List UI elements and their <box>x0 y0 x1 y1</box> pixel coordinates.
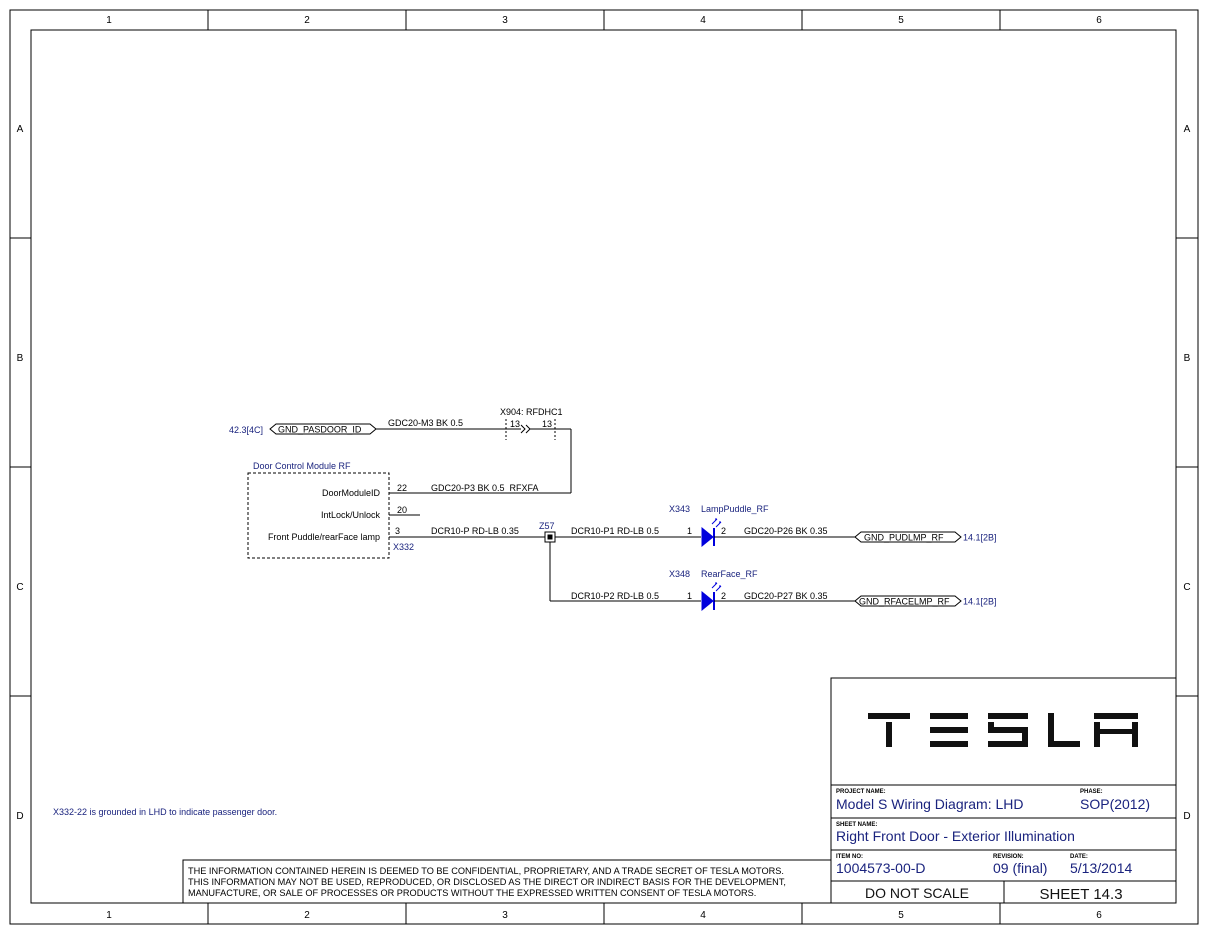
do-not-scale: DO NOT SCALE <box>865 885 969 901</box>
offpage-connector-rfacelmp <box>854 595 962 607</box>
grid-col-4-top: 4 <box>700 15 706 26</box>
grid-col-1-top: 1 <box>106 15 112 26</box>
schematic-note: X332-22 is grounded in LHD to indicate p… <box>53 807 277 817</box>
grid-row-d-right: D <box>1183 811 1190 822</box>
wire-label-dcr10-p: DCR10-P RD-LB 0.35 <box>431 526 519 536</box>
grid-dividers <box>10 10 1198 924</box>
connector-x904-pin-right: 13 <box>542 419 552 429</box>
lamp-puddle-diode-icon <box>701 526 714 548</box>
project-name-label: PROJECT NAME: <box>836 789 886 795</box>
disclaimer-line-2: THIS INFORMATION MAY NOT BE USED, REPROD… <box>188 877 786 887</box>
splice-z57-dot <box>547 534 553 540</box>
lamp-puddle-name: LampPuddle_RF <box>701 504 769 514</box>
grid-row-b-left: B <box>17 353 24 364</box>
module-title: Door Control Module RF <box>253 461 351 471</box>
wire-label-dcr10-p2: DCR10-P2 RD-LB 0.5 <box>571 591 659 601</box>
grid-row-c-left: C <box>16 582 23 593</box>
wire-label-gdc20-p27: GDC20-P27 BK 0.35 <box>744 591 828 601</box>
module-pin-number-3: 3 <box>395 526 400 536</box>
sheet-name: Right Front Door - Exterior Illumination <box>836 828 1075 844</box>
phase-label: PHASE: <box>1080 789 1103 795</box>
module-pin-number-22: 22 <box>397 483 407 493</box>
grid-row-d-left: D <box>16 811 23 822</box>
connector-x904-label: X904: RFDHC1 <box>500 407 563 417</box>
module-pin-number-20: 20 <box>397 505 407 515</box>
splice-z57-label: Z57 <box>539 521 555 531</box>
grid-col-1-bottom: 1 <box>106 910 112 921</box>
phase-value: SOP(2012) <box>1080 796 1150 812</box>
project-name: Model S Wiring Diagram: LHD <box>836 796 1024 812</box>
lamp-puddle-light-rays-icon <box>711 518 722 528</box>
connector-x904-pin-left: 13 <box>510 419 520 429</box>
disclaimer-line-3: MANUFACTURE, OR SALE OF PROCESSES OR PRO… <box>188 888 756 898</box>
lamp-rearface-pin1: 1 <box>687 591 692 601</box>
revision-label: REVISION: <box>993 854 1024 860</box>
offpage-connector-pudlmp <box>854 531 962 543</box>
module-pin-name-intlock: IntLock/Unlock <box>321 510 381 520</box>
grid-col-4-bottom: 4 <box>700 910 706 921</box>
offpage-label-pasdoor: GND_PASDOOR_ID <box>278 425 362 435</box>
grid-col-5-top: 5 <box>898 15 904 26</box>
revision-value: 09 (final) <box>993 860 1047 876</box>
sheet-number: SHEET 14.3 <box>1039 886 1122 903</box>
date-label: DATE: <box>1070 854 1088 860</box>
offpage-label-pudlmp: GND_PUDLMP_RF <box>864 533 944 543</box>
grid-col-3-bottom: 3 <box>502 910 508 921</box>
offpage-ref-rfacelmp: 14.1[2B] <box>963 597 997 607</box>
connector-x904-symbol <box>520 424 531 434</box>
grid-row-c-right: C <box>1183 582 1190 593</box>
item-no: 1004573-00-D <box>836 860 926 876</box>
sheet-name-label: SHEET NAME: <box>836 822 877 828</box>
lamp-puddle-pin1: 1 <box>687 526 692 536</box>
grid-col-6-top: 6 <box>1096 15 1102 26</box>
offpage-ref-pasdoor: 42.3[4C] <box>229 425 263 435</box>
item-no-label: ITEM NO: <box>836 854 863 860</box>
date-value: 5/13/2014 <box>1070 860 1132 876</box>
grid-col-2-bottom: 2 <box>304 910 310 921</box>
wire-label-gdc20-p26: GDC20-P26 BK 0.35 <box>744 526 828 536</box>
lamp-rearface-connector: X348 <box>669 569 690 579</box>
module-connector-x332: X332 <box>393 542 414 552</box>
lamp-rearface-light-rays-icon <box>711 582 722 592</box>
offpage-ref-pudlmp: 14.1[2B] <box>963 533 997 543</box>
wire-label-gdc20-p3: GDC20-P3 BK 0.5_RFXFA <box>431 483 539 493</box>
offpage-label-rfacelmp: GND_RFACELMP_RF <box>859 597 950 607</box>
tesla-logo <box>868 713 1138 747</box>
wire-label-dcr10-p1: DCR10-P1 RD-LB 0.5 <box>571 526 659 536</box>
grid-row-a-right: A <box>1184 124 1191 135</box>
grid-col-2-top: 2 <box>304 15 310 26</box>
lamp-rearface-diode-icon <box>701 590 714 612</box>
module-pin-name-lamp: Front Puddle/rearFace lamp <box>268 532 380 542</box>
grid-row-b-right: B <box>1184 353 1191 364</box>
lamp-puddle-connector: X343 <box>669 504 690 514</box>
grid-col-3-top: 3 <box>502 15 508 26</box>
lamp-rearface-name: RearFace_RF <box>701 569 758 579</box>
door-control-module-box <box>247 472 390 559</box>
lamp-rearface-pin2: 2 <box>721 591 726 601</box>
disclaimer-line-1: THE INFORMATION CONTAINED HEREIN IS DEEM… <box>188 866 784 876</box>
grid-row-a-left: A <box>17 124 24 135</box>
wire-label-gdc20-m3: GDC20-M3 BK 0.5 <box>388 418 463 428</box>
lamp-puddle-pin2: 2 <box>721 526 726 536</box>
grid-col-6-bottom: 6 <box>1096 910 1102 921</box>
grid-col-5-bottom: 5 <box>898 910 904 921</box>
module-pin-name-doormoduleid: DoorModuleID <box>322 488 381 498</box>
